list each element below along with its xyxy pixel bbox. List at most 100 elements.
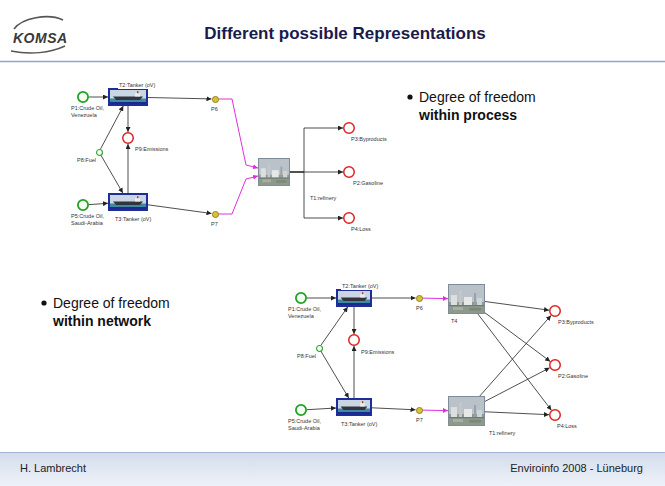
bullet-text: Degree of freedom [419, 89, 536, 105]
connection-place: P7 [212, 211, 219, 218]
bullet-text-bold: within process [419, 107, 517, 123]
source-place: P5:Crude Oil, Saudi-Arabia [77, 199, 89, 211]
flow-arrow [372, 408, 416, 410]
footer-rule [0, 452, 665, 453]
flow-arrow-magenta [219, 176, 259, 214]
flow-arrow [101, 155, 123, 193]
fuel-place: P8:Fuel [96, 149, 103, 156]
refinery-picture [449, 285, 484, 313]
bullet-text-bold: within network [53, 313, 151, 329]
node-label: P9:Emissions [360, 349, 395, 356]
node-label: T3:Tanker (oV) [340, 421, 378, 428]
place-circle [77, 91, 89, 103]
node-label: P4:Loss [350, 226, 372, 233]
flow-arrow [148, 98, 212, 99]
tanker-picture [110, 195, 146, 209]
node-label: P5:Crude Oil, Saudi-Arabia [287, 418, 331, 431]
flow-arrow [485, 412, 549, 415]
footer-band [0, 452, 665, 486]
place-circle [343, 122, 355, 134]
fuel-place: P8:Fuel [316, 345, 323, 352]
node-label: P2:Gasoline [557, 373, 589, 380]
node-label: P6 [210, 106, 219, 113]
flow-arrow [321, 351, 349, 398]
place-circle [416, 407, 423, 414]
flow-arrow-magenta [423, 410, 449, 412]
node-label: P8:Fuel [296, 353, 317, 360]
flow-arrow [89, 203, 108, 204]
source-place: P5:Crude Oil, Saudi-Arabia [295, 404, 307, 416]
flow-arrow [485, 368, 550, 402]
flow-arrow [478, 314, 552, 410]
footer-event: Enviroinfo 2008 - Lüneburg [510, 462, 643, 475]
flow-arrow-magenta [219, 99, 259, 168]
place-circle [96, 149, 103, 156]
node-label: P6 [415, 305, 424, 312]
sink-place: P3:Byproducts [343, 122, 355, 134]
footer-author: H. Lambrecht [20, 462, 86, 475]
node-label: T3:Tanker (oV) [114, 216, 152, 223]
refinery-transition: T1:refinery [258, 158, 290, 186]
place-circle [549, 305, 561, 317]
node-label: P2:Gasoline [352, 180, 384, 187]
tanker-transition: T2:Tanker (oV) [336, 289, 372, 307]
header-rule [0, 61, 665, 63]
tanker-picture [110, 90, 146, 104]
sink-place: P4:Loss [549, 409, 561, 421]
sink-place: P3:Byproducts [549, 305, 561, 317]
flow-arrow [128, 144, 129, 193]
flow-arrow [485, 313, 550, 362]
node-label: P8:Fuel [76, 157, 97, 164]
node-label: P1:Crude Oil, Venezuela [287, 306, 331, 319]
tanker-transition: T2:Tanker (oV) [108, 88, 148, 106]
tanker-transition: T3:Tanker (oV) [336, 398, 372, 416]
place-circle [122, 132, 134, 144]
flow-arrow [485, 302, 549, 311]
refinery-transition: T4 [448, 284, 485, 314]
bullet-dot [407, 94, 412, 99]
place-circle [212, 211, 219, 218]
place-circle [549, 359, 561, 371]
refinery-picture [259, 159, 289, 185]
node-label: P3:Byproducts [350, 136, 388, 143]
slide-title: Different possible Representations [90, 24, 600, 44]
place-circle [212, 96, 219, 103]
logo-swoosh [11, 46, 65, 53]
node-label: P7 [210, 221, 219, 228]
node-label: P9:Emissions [134, 146, 169, 153]
flow-arrow [307, 298, 336, 299]
place-circle [316, 345, 323, 352]
logo-swoosh [14, 17, 63, 29]
place-circle [77, 199, 89, 211]
source-place: P1:Crude Oil, Venezuela [295, 292, 307, 304]
place-circle [295, 404, 307, 416]
node-label: P7 [415, 417, 424, 424]
flow-arrow [290, 128, 343, 172]
node-label: P4:Loss [556, 423, 578, 430]
place-circle [343, 166, 355, 178]
node-label: P3:Byproducts [557, 319, 595, 326]
node-label: T1:refinery [309, 195, 337, 202]
flow-arrow [354, 307, 355, 334]
flow-arrow [354, 346, 355, 398]
tanker-picture [338, 400, 370, 414]
connection-place: P7 [416, 407, 423, 414]
flow-arrow-magenta [423, 298, 449, 300]
node-label: T4 [450, 318, 458, 325]
refinery-transition: T1:refinery [448, 396, 485, 426]
flow-arrow [372, 298, 416, 299]
flow-arrow [480, 316, 551, 397]
node-label: T2:Tanker (oV) [341, 283, 379, 290]
sink-place: P9:Emissions [122, 132, 134, 144]
tanker-transition: T3:Tanker (oV) [108, 193, 148, 211]
connection-place: P6 [212, 96, 219, 103]
sink-place: P4:Loss [343, 212, 355, 224]
sink-place: P2:Gasoline [343, 166, 355, 178]
place-circle [416, 295, 423, 302]
flow-arrow [89, 97, 108, 98]
flow-arrow [148, 205, 212, 214]
node-label: P5:Crude Oil, Saudi-Arabia [70, 213, 114, 226]
